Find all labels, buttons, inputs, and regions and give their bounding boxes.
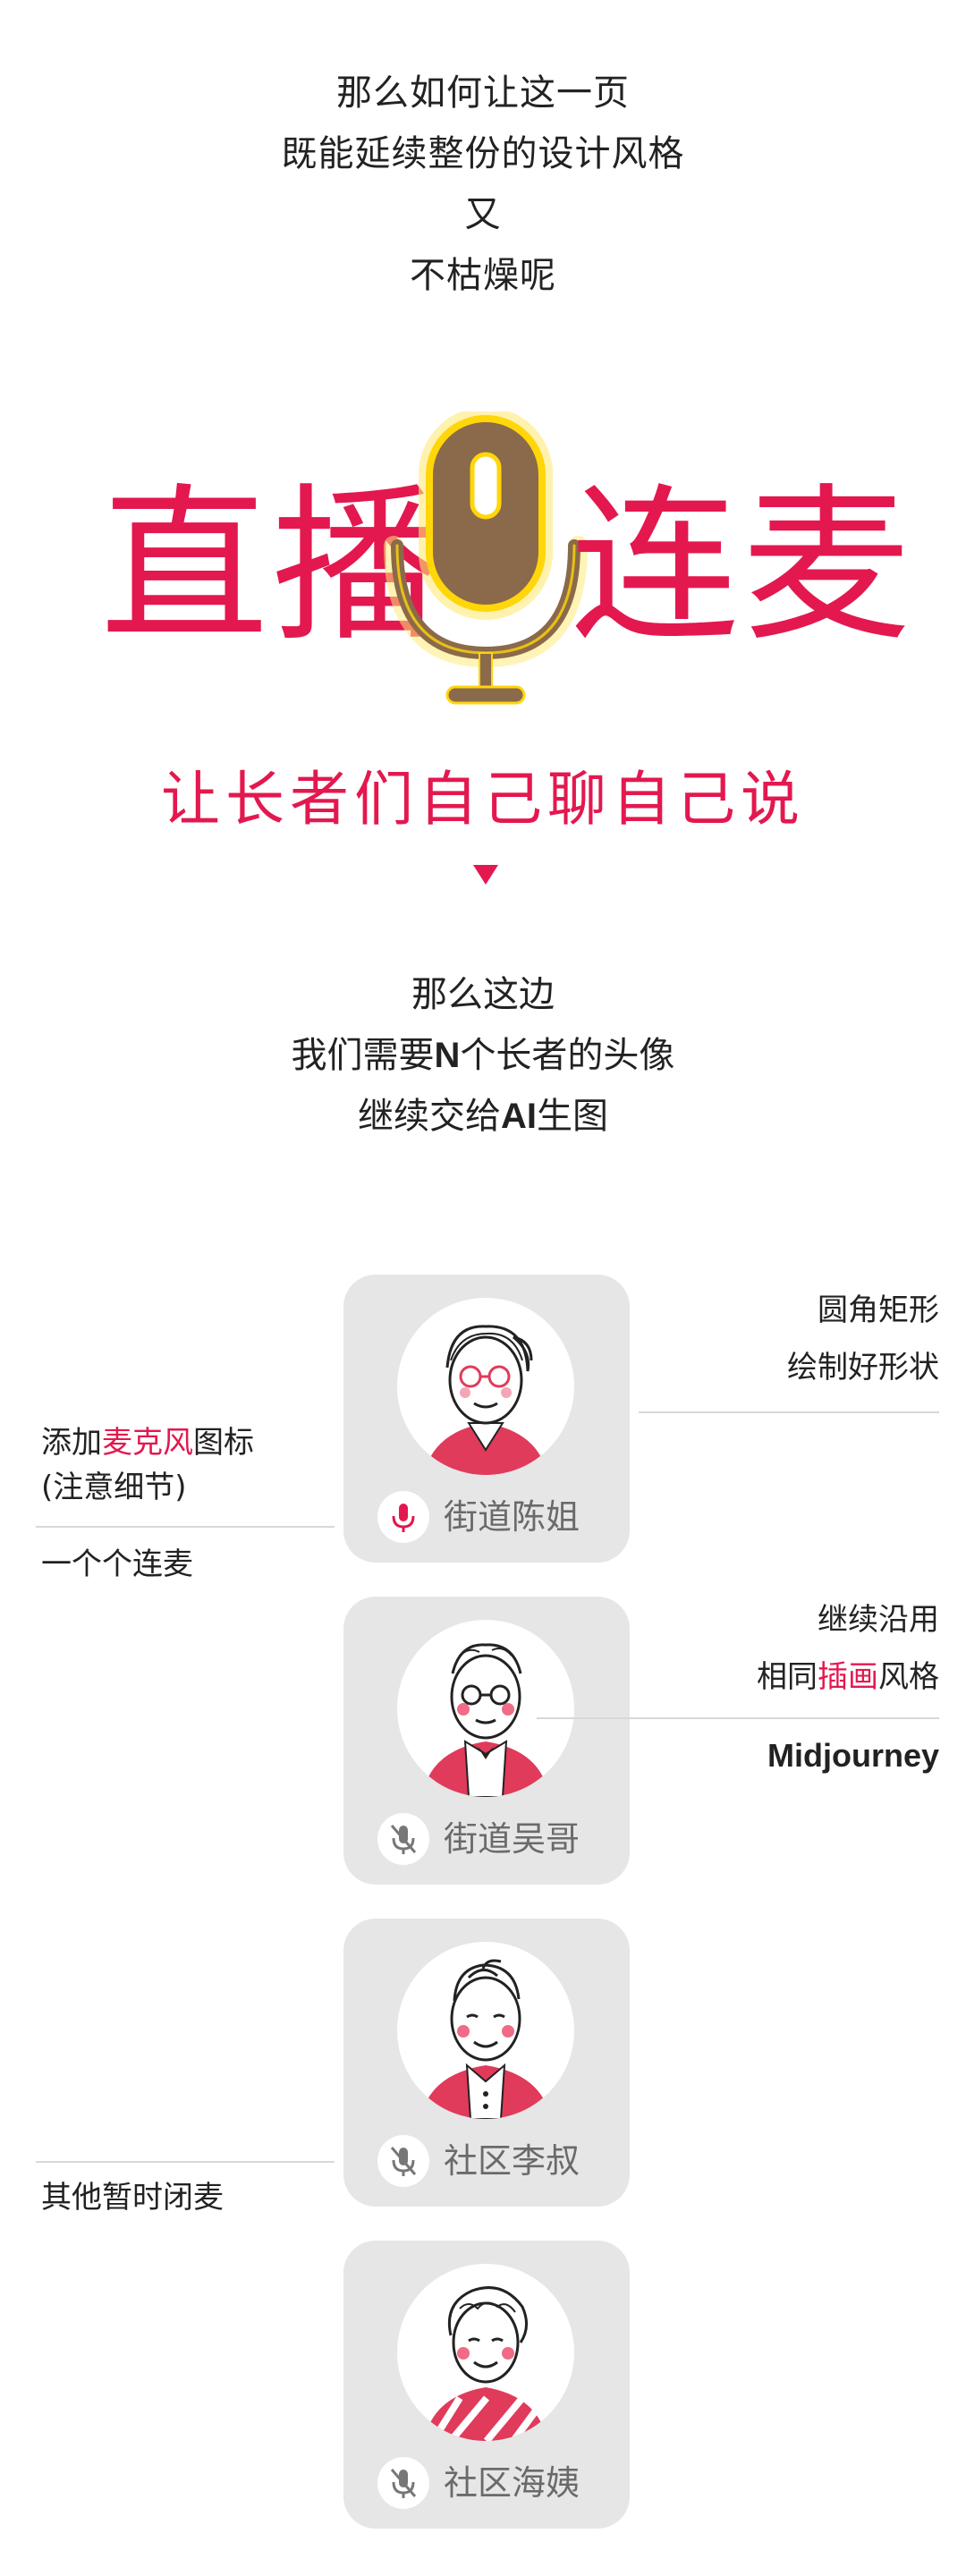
hero-title-right: 连麦 — [571, 469, 914, 665]
microphone-muted-button[interactable] — [377, 2457, 429, 2509]
microphone-icon — [392, 1504, 415, 1532]
microphone-muted-icon — [390, 1825, 417, 1854]
guest-name: 社区海姨 — [444, 2463, 580, 2503]
annotation-one-linked: 一个个连麦 — [41, 1546, 193, 1582]
intro-line-1: 那么如何让这一页 — [336, 72, 630, 114]
annotation-others-muted: 其他暂时闭麦 — [41, 2180, 224, 2216]
live-guest-card[interactable]: 街道陈姐 — [343, 1275, 630, 1563]
mid-line-1: 那么这边 — [411, 974, 555, 1015]
guest-name: 街道吴哥 — [444, 1819, 580, 1859]
annotation-mic-icon: 添加麦克风图标 (注意细节) — [41, 1425, 254, 1505]
live-guest-card[interactable]: 社区李叔 — [343, 1919, 630, 2207]
microphone-muted-button[interactable] — [377, 2135, 429, 2187]
avatar — [397, 2264, 574, 2441]
intro-line-3: 又 — [464, 194, 502, 235]
annotation-tool: Midjourney — [767, 1737, 939, 1774]
divider — [36, 1526, 335, 1528]
avatar — [397, 1942, 574, 2119]
mid-line-2: 我们需要N个长者的头像 — [291, 1035, 675, 1076]
divider — [537, 1717, 939, 1719]
annotation-rounded-rect: 圆角矩形 绘制好形状 — [787, 1292, 939, 1385]
divider — [639, 1411, 939, 1413]
microphone-icon — [374, 407, 597, 716]
microphone-muted-button[interactable] — [377, 1813, 429, 1865]
guest-name: 社区李叔 — [444, 2141, 580, 2181]
live-guest-card[interactable]: 社区海姨 — [343, 2241, 630, 2529]
hero-banner: 直播 连麦 让长者们自己聊自己说 — [0, 394, 966, 834]
avatar — [397, 1620, 574, 1797]
hero-title-left: 直播 — [100, 469, 444, 665]
microphone-muted-icon — [390, 2147, 417, 2176]
down-triangle-icon — [473, 865, 498, 885]
avatar — [397, 1298, 574, 1475]
divider — [36, 2161, 335, 2163]
intro-line-2: 既能延续整份的设计风格 — [281, 133, 685, 174]
microphone-muted-icon — [390, 2469, 417, 2498]
live-guest-card[interactable]: 街道吴哥 — [343, 1597, 630, 1885]
hero-subtitle: 让长者们自己聊自己说 — [161, 765, 805, 834]
microphone-on-button[interactable] — [377, 1491, 429, 1543]
intro-line-4: 不枯燥呢 — [410, 255, 556, 296]
annotation-style: 继续沿用 相同插画风格 — [757, 1602, 939, 1695]
intro-text: 那么如何让这一页 既能延续整份的设计风格 又 不枯燥呢 — [0, 63, 966, 306]
guest-name: 街道陈姐 — [444, 1497, 580, 1537]
mid-line-3: 继续交给AI生图 — [358, 1096, 608, 1137]
mid-text: 那么这边 我们需要N个长者的头像 继续交给AI生图 — [0, 964, 966, 1147]
